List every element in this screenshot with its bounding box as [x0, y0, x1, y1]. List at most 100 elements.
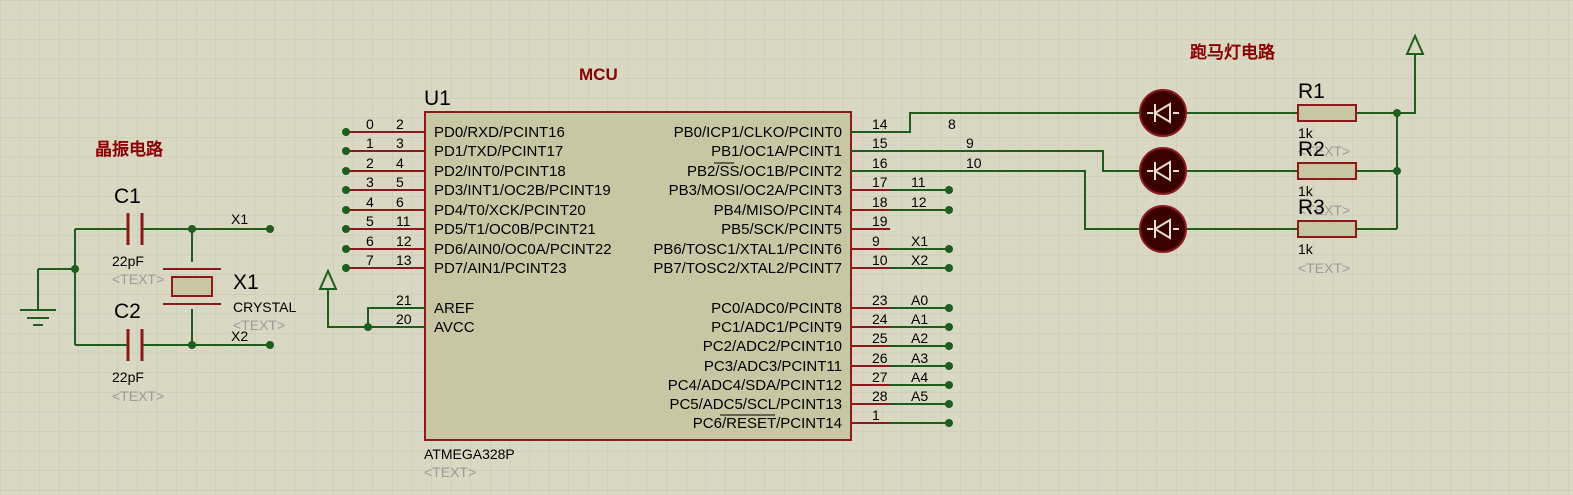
led-icon[interactable] — [1139, 89, 1187, 137]
pin-number: 9 — [872, 233, 880, 249]
net-label: 7 — [366, 252, 374, 268]
terminal[interactable] — [342, 245, 350, 253]
terminal[interactable] — [342, 186, 350, 194]
terminal[interactable] — [342, 225, 350, 233]
pin-number: 11 — [396, 213, 411, 229]
r1-text: <TEXT> — [1298, 143, 1350, 159]
crystal-circuit[interactable]: C1 22pF <TEXT> C2 22pF <TEXT> X1 CRYSTAL… — [20, 185, 296, 404]
pin-number: 5 — [396, 174, 404, 190]
pin-label: PB3/MOSI/OC2A/PCINT3 — [669, 182, 842, 199]
mcu-part: ATMEGA328P — [424, 446, 515, 462]
led-circuit[interactable]: <TEXT> <TEXT> <TEXT> R1 1k R2 1k R3 1k — [851, 33, 1425, 276]
avcc-power — [318, 268, 425, 331]
pin-number: 27 — [872, 369, 888, 385]
pin-label: AREF — [434, 300, 474, 317]
net-label: A1 — [911, 311, 928, 327]
pin-number: 3 — [396, 135, 404, 151]
terminal[interactable] — [945, 304, 953, 312]
power-arrow-icon — [318, 268, 338, 290]
r1-resistor-icon[interactable] — [1297, 104, 1357, 122]
terminal[interactable] — [945, 264, 953, 272]
terminal[interactable] — [945, 323, 953, 331]
junction — [1393, 109, 1401, 117]
net-label: 6 — [366, 233, 374, 249]
pin-number: 15 — [872, 135, 888, 151]
r2-value: 1k — [1298, 183, 1314, 199]
x1-value: CRYSTAL — [233, 299, 296, 315]
mcu-body[interactable] — [424, 111, 852, 441]
pin-label: PD7/AIN1/PCINT23 — [434, 260, 567, 277]
terminal[interactable] — [945, 245, 953, 253]
pin-number: 23 — [872, 292, 888, 308]
net-label: A5 — [911, 388, 928, 404]
terminal[interactable] — [342, 128, 350, 136]
pin-label: AVCC — [434, 319, 475, 336]
terminal[interactable] — [945, 342, 953, 350]
pin-label: PD3/INT1/OC2B/PCINT19 — [434, 182, 611, 199]
x1-ref: X1 — [233, 271, 259, 294]
terminal[interactable] — [945, 206, 953, 214]
led-circuit-title: 跑马灯电路 — [1190, 42, 1276, 62]
r3-ref: R3 — [1298, 196, 1325, 219]
junction — [71, 265, 79, 273]
terminal[interactable] — [945, 186, 953, 194]
mcu-text-placeholder: <TEXT> — [424, 464, 476, 480]
vcc-bus — [1356, 54, 1416, 230]
r2-text: <TEXT> — [1298, 202, 1350, 218]
pin-label: PD0/RXD/PCINT16 — [434, 124, 565, 141]
net-label: 12 — [911, 194, 927, 210]
led-icon[interactable] — [1139, 147, 1187, 195]
r3-value: 1k — [1298, 241, 1314, 257]
net-label-x2: X2 — [231, 328, 248, 344]
pin-label: PD6/AIN0/OC0A/PCINT22 — [434, 241, 612, 258]
pin-number: 19 — [872, 213, 888, 229]
terminal[interactable] — [342, 206, 350, 214]
pin-number: 6 — [396, 194, 404, 210]
net-label-x1: X1 — [231, 211, 248, 227]
c2-value: 22pF — [112, 369, 144, 385]
terminal[interactable] — [945, 400, 953, 408]
net-label: X1 — [911, 233, 928, 249]
c2-text: <TEXT> — [112, 388, 164, 404]
net-label: 11 — [911, 174, 926, 190]
pin-number: 4 — [396, 155, 404, 171]
c1-text: <TEXT> — [112, 271, 164, 287]
r2-resistor-icon[interactable] — [1297, 162, 1357, 180]
junction — [364, 323, 372, 331]
crystal-icon[interactable] — [163, 268, 221, 305]
pin-label: PC4/ADC4/SDA/PCINT12 — [668, 377, 842, 394]
terminal[interactable] — [945, 419, 953, 427]
mcu-title: MCU — [579, 65, 618, 84]
pin-number: 20 — [396, 311, 412, 327]
led-icon[interactable] — [1139, 205, 1187, 253]
r3-text: <TEXT> — [1298, 260, 1350, 276]
pin-number: 21 — [396, 292, 412, 308]
net-label: 2 — [366, 155, 374, 171]
pin-number: 1 — [872, 407, 880, 423]
r2-ref: R2 — [1298, 138, 1325, 161]
pin-label: PD2/INT0/PCINT18 — [434, 163, 566, 180]
c1-ref: C1 — [114, 185, 141, 208]
pin-number: 18 — [872, 194, 888, 210]
r3-resistor-icon[interactable] — [1297, 220, 1357, 238]
net-label: 1 — [366, 135, 374, 151]
terminal[interactable] — [945, 381, 953, 389]
c1-capacitor-icon[interactable] — [126, 213, 144, 245]
terminal[interactable] — [945, 362, 953, 370]
terminal[interactable] — [342, 167, 350, 175]
avcc-wire — [327, 289, 425, 328]
pin-label: PB1/OC1A/PCINT1 — [711, 143, 842, 160]
terminal[interactable] — [342, 147, 350, 155]
pin-number: 10 — [872, 252, 888, 268]
pin-number: 16 — [872, 155, 888, 171]
c2-capacitor-icon[interactable] — [126, 329, 144, 361]
pin-number: 17 — [872, 174, 888, 190]
net-label: 10 — [966, 155, 982, 171]
net-label: 8 — [948, 116, 956, 132]
r1-value: 1k — [1298, 125, 1314, 141]
net-label: 9 — [966, 135, 974, 151]
r1-ref: R1 — [1298, 80, 1325, 103]
terminal[interactable] — [342, 264, 350, 272]
